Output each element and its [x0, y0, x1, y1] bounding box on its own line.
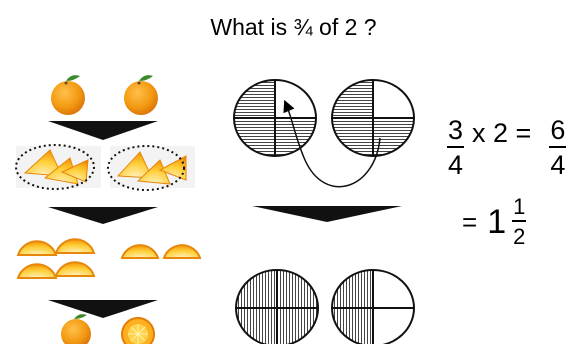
circle-bottom-left — [235, 269, 319, 344]
cut-orange-group-left — [15, 144, 101, 190]
multiplication-equation: 3 4 x 2 = 6 4 — [447, 117, 567, 180]
whole-orange-left — [51, 75, 85, 115]
fraction-one-half: 1 2 — [512, 196, 527, 249]
question-title: What is ¾ of 2 ? — [210, 14, 377, 40]
result-whole-orange — [61, 314, 91, 344]
down-arrow-3 — [48, 300, 158, 318]
orange-quarters-right — [120, 244, 202, 259]
circle-bottom-right — [331, 269, 415, 344]
down-arrow-1 — [48, 121, 158, 140]
denominator: 4 — [550, 150, 566, 180]
down-arrow-2 — [48, 207, 158, 224]
circle-top-right — [331, 79, 415, 157]
fraction-three-quarters: 3 4 — [447, 117, 465, 180]
result-half-orange — [121, 317, 155, 344]
mixed-number-equation: = 1 1 2 — [462, 196, 527, 249]
move-quarter-arrow — [283, 99, 381, 188]
down-arrow-middle — [252, 206, 402, 222]
times-two-equals: x 2 = — [472, 117, 532, 148]
denominator: 4 — [448, 150, 464, 180]
orange-quarters-left — [16, 238, 96, 279]
circle-top-left — [233, 79, 317, 157]
whole-number: 1 — [487, 203, 507, 241]
cut-orange-group-right — [107, 145, 195, 191]
whole-orange-right — [124, 75, 158, 115]
numerator: 1 — [512, 196, 527, 222]
equals-sign: = — [462, 207, 478, 237]
fraction-six-quarters: 6 4 — [549, 117, 567, 180]
denominator: 2 — [513, 224, 526, 249]
numerator: 3 — [447, 117, 465, 148]
numerator: 6 — [549, 117, 567, 148]
